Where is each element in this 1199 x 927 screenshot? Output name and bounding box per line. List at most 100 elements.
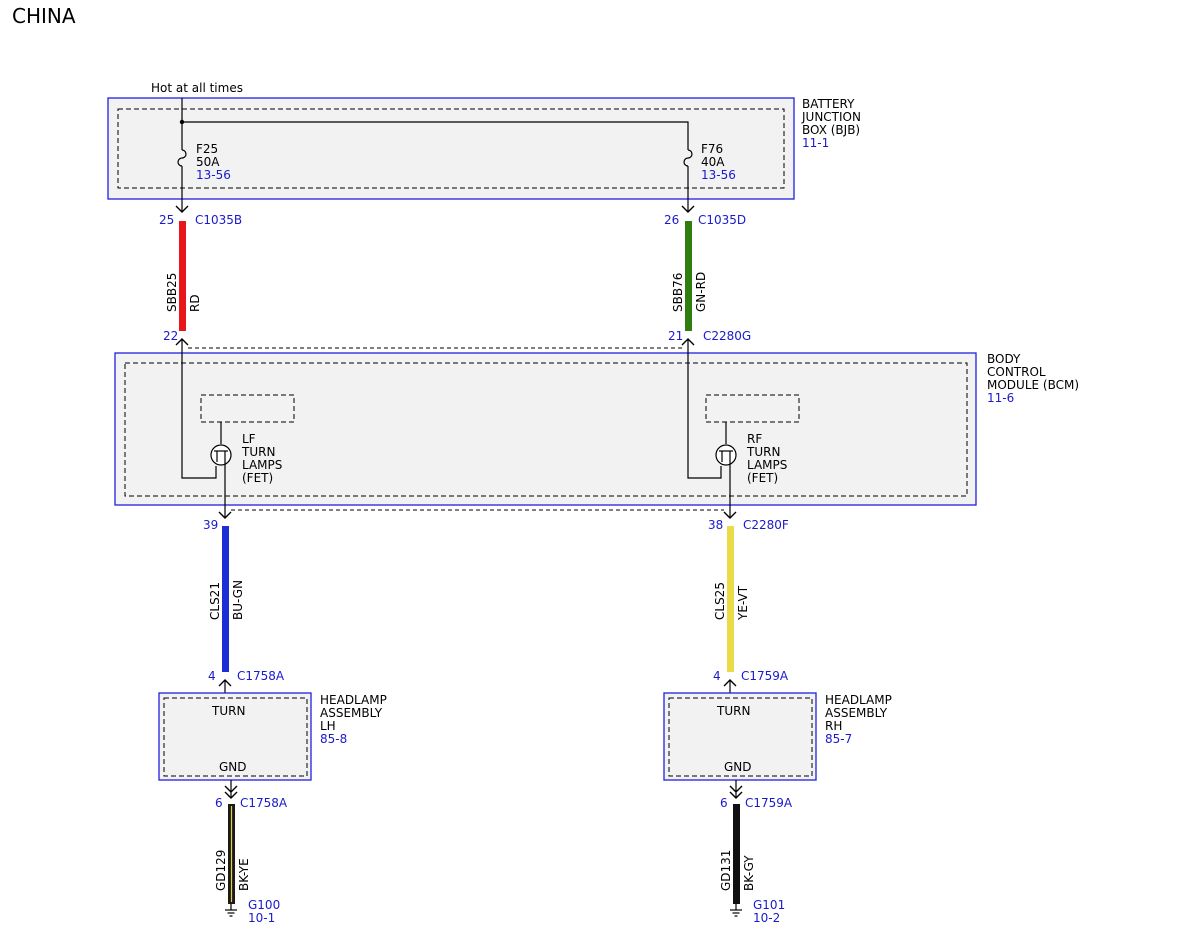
rf-fet-label-3: LAMPS	[747, 458, 787, 472]
pin-22: 22	[163, 329, 178, 343]
bcm-name-3: MODULE (BCM)	[987, 378, 1079, 392]
connector-c1035d[interactable]: C1035D	[698, 213, 746, 227]
rf-fet-label-2: TURN	[746, 445, 780, 459]
headlamp-rh-turn: TURN	[716, 704, 750, 718]
connector-c1759a-bottom[interactable]: C1759A	[745, 796, 793, 810]
pin-38: 38	[708, 518, 723, 532]
wire-gd131-circuit: GD131	[719, 850, 733, 891]
pin-26: 26	[664, 213, 679, 227]
pin-6-rh: 6	[720, 796, 728, 810]
connector-c1035b[interactable]: C1035B	[195, 213, 242, 227]
bjb-box	[107, 97, 795, 200]
pin-4-lh: 4	[208, 669, 216, 683]
wire-sbb25[interactable]	[179, 221, 186, 331]
headlamp-rh-ref[interactable]: 85-7	[825, 732, 852, 746]
connector-c2280g[interactable]: C2280G	[703, 329, 751, 343]
connector-c1758a-top[interactable]: C1758A	[237, 669, 285, 683]
connector-arrow-icon	[729, 785, 743, 793]
connector-arrow-icon	[681, 205, 695, 213]
fuse-f25-ref[interactable]: 13-56	[196, 168, 231, 182]
wire-cls25-circuit: CLS25	[713, 582, 727, 620]
ground-icon	[730, 904, 742, 917]
rf-control-box	[705, 394, 800, 423]
pin-6-lh: 6	[215, 796, 223, 810]
wire-cls21-color: BU-GN	[231, 580, 245, 620]
fuse-icon	[683, 149, 693, 167]
headlamp-rh-box	[663, 692, 817, 781]
wire-sbb76-circuit: SBB76	[671, 273, 685, 312]
bjb-inner	[117, 108, 785, 189]
bcm-ref[interactable]: 11-6	[987, 391, 1014, 405]
bjb-name-3: BOX (BJB)	[802, 123, 860, 137]
connector-arrow-icon	[224, 785, 238, 793]
lf-fet-label-3: LAMPS	[242, 458, 282, 472]
fet-icon	[210, 444, 232, 466]
wire-gd129-circuit: GD129	[214, 850, 228, 891]
bjb-ref[interactable]: 11-1	[802, 136, 829, 150]
headlamp-lh-name-3: LH	[320, 719, 336, 733]
fuse-f76-id: F76	[701, 142, 723, 156]
fuse-f25-id: F25	[196, 142, 218, 156]
wire-cls25[interactable]	[727, 526, 734, 672]
bcm-name-1: BODY	[987, 352, 1021, 366]
lf-fet-label-4: (FET)	[242, 471, 273, 485]
bjb-name-2: JUNCTION	[801, 110, 861, 124]
ground-g101[interactable]: G101	[753, 898, 785, 912]
headlamp-lh-turn: TURN	[211, 704, 245, 718]
connector-c1758a-bottom[interactable]: C1758A	[240, 796, 288, 810]
headlamp-lh-name-2: ASSEMBLY	[320, 706, 383, 720]
wire-gd131[interactable]	[733, 804, 740, 904]
fuse-icon	[177, 149, 187, 167]
wire-cls25-color: YE-VT	[736, 585, 750, 621]
wire-gd129-color: BK-YE	[237, 858, 251, 891]
wire-sbb25-circuit: SBB25	[165, 273, 179, 312]
lf-control-box	[200, 394, 295, 423]
ground-icon	[225, 904, 237, 917]
wire-sbb25-color: RD	[188, 294, 202, 312]
ground-g101-ref[interactable]: 10-2	[753, 911, 780, 925]
headlamp-lh-ref[interactable]: 85-8	[320, 732, 347, 746]
headlamp-rh-name-3: RH	[825, 719, 842, 733]
ground-g100-ref[interactable]: 10-1	[248, 911, 275, 925]
connector-arrow-icon	[218, 511, 232, 519]
headlamp-rh-name-2: ASSEMBLY	[825, 706, 888, 720]
power-label: Hot at all times	[151, 81, 243, 95]
fuse-f76-rating: 40A	[701, 155, 725, 169]
connector-arrow-icon	[729, 791, 743, 799]
connector-arrow-icon	[224, 791, 238, 799]
headlamp-rh-gnd: GND	[724, 760, 752, 774]
wire-cls21[interactable]	[222, 526, 229, 672]
headlamp-lh-box	[158, 692, 312, 781]
headlamp-rh-name-1: HEADLAMP	[825, 693, 892, 707]
wire-cls21-circuit: CLS21	[208, 582, 222, 620]
rf-fet-label-4: (FET)	[747, 471, 778, 485]
headlamp-lh-name-1: HEADLAMP	[320, 693, 387, 707]
pin-25: 25	[159, 213, 174, 227]
lf-fet-label-2: TURN	[241, 445, 275, 459]
bcm-name-2: CONTROL	[987, 365, 1046, 379]
ground-g100[interactable]: G100	[248, 898, 280, 912]
connector-c2280f[interactable]: C2280F	[743, 518, 789, 532]
bcm-box	[114, 352, 977, 506]
bjb-name-1: BATTERY	[802, 97, 855, 111]
fuse-f25-rating: 50A	[196, 155, 220, 169]
lf-fet-label-1: LF	[242, 432, 256, 446]
wire-sbb76[interactable]	[685, 221, 692, 331]
bcm-inner	[124, 362, 968, 497]
fuse-f76-ref[interactable]: 13-56	[701, 168, 736, 182]
wire-sbb76-color: GN-RD	[694, 272, 708, 312]
pin-39: 39	[203, 518, 218, 532]
fet-icon	[715, 444, 737, 466]
connector-arrow-icon	[175, 205, 189, 213]
pin-21: 21	[668, 329, 683, 343]
rf-fet-label-1: RF	[747, 432, 762, 446]
headlamp-rh-inner	[668, 697, 813, 777]
page-title: CHINA	[12, 4, 76, 28]
wire-gd131-color: BK-GY	[742, 855, 756, 891]
pin-4-rh: 4	[713, 669, 721, 683]
connector-arrow-icon	[723, 511, 737, 519]
connector-c1759a-top[interactable]: C1759A	[741, 669, 789, 683]
headlamp-lh-inner	[163, 697, 308, 777]
headlamp-lh-gnd: GND	[219, 760, 247, 774]
